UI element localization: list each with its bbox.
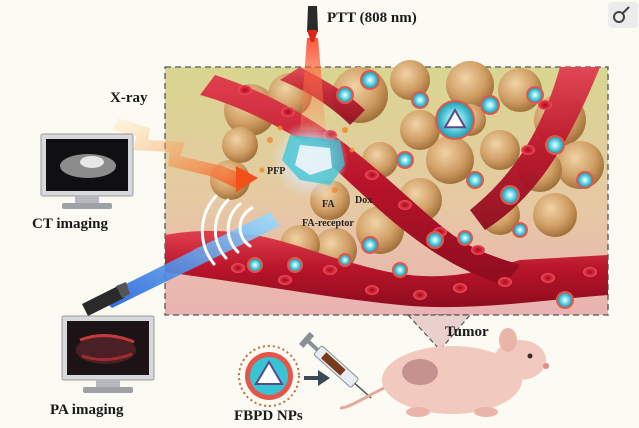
tumor-cell [390, 60, 430, 100]
nanoparticle [287, 257, 303, 273]
red-blood-cell [583, 267, 597, 277]
nanoparticle [392, 262, 408, 278]
arrow-icon [304, 370, 330, 386]
tumor-cell [446, 61, 494, 109]
tumor-cell [533, 193, 577, 237]
nanoparticle [457, 230, 473, 246]
pa-monitor-icon [61, 315, 155, 393]
red-blood-cell [521, 145, 535, 155]
nanoparticle [247, 257, 263, 273]
fbpd-label: FBPD NPs [234, 408, 303, 424]
nanoparticle [512, 222, 528, 238]
pa-laser-beam [100, 212, 280, 308]
nanoparticle [360, 70, 380, 90]
nanoparticle [411, 91, 429, 109]
pa-imaging-label: PA imaging [50, 402, 124, 418]
red-blood-cell [281, 107, 295, 117]
red-blood-cell [538, 100, 552, 110]
nanoparticle [336, 86, 354, 104]
tumor-cell [222, 127, 258, 163]
red-blood-cell [323, 265, 337, 275]
tumor-cell [426, 136, 474, 184]
tumor-label: Tumor [445, 324, 489, 340]
red-blood-cell [365, 170, 379, 180]
nanoparticle-icon [238, 345, 300, 407]
nanoparticle [545, 135, 565, 155]
tumor-cell [480, 130, 520, 170]
acoustic-waves [200, 194, 254, 266]
nanoparticles [247, 70, 594, 309]
nanoparticle [396, 151, 414, 169]
pfp-label: PFP [267, 166, 286, 177]
mouse-icon [339, 328, 549, 417]
nanoparticle [480, 95, 500, 115]
red-blood-cell [278, 275, 292, 285]
nanoparticle [556, 291, 574, 309]
red-blood-cell [471, 245, 485, 255]
nanoparticle [426, 231, 444, 249]
ptt-laser-icon [300, 6, 326, 130]
red-blood-cell [231, 263, 245, 273]
nanoparticle-burst [259, 122, 355, 198]
red-blood-cell [498, 277, 512, 287]
ct-imaging-label: CT imaging [32, 216, 108, 232]
tumor-cell [400, 110, 440, 150]
red-blood-cell [398, 200, 412, 210]
dox-label: Dox [355, 195, 373, 206]
fa-label: FA [322, 199, 335, 210]
nanoparticle [338, 253, 352, 267]
ct-monitor-icon [40, 133, 134, 209]
pa-laser-icon [82, 282, 130, 316]
fa-receptor-label: FA-receptor [302, 218, 354, 229]
syringe-icon [298, 331, 372, 399]
red-blood-cell [541, 273, 555, 283]
red-blood-cell [413, 290, 427, 300]
red-blood-cell [453, 283, 467, 293]
nanoparticle [500, 185, 520, 205]
nanoparticle [361, 236, 379, 254]
xray-label: X-ray [110, 90, 148, 106]
nanoparticle [576, 171, 594, 189]
nanoparticle [466, 171, 484, 189]
ptt-label: PTT (808 nm) [327, 10, 417, 26]
xray-beam [112, 118, 258, 192]
settings-icon[interactable] [608, 2, 638, 28]
red-blood-cell [365, 285, 379, 295]
nanoparticle [526, 86, 544, 104]
red-blood-cell [238, 85, 252, 95]
nanoparticle [435, 100, 475, 140]
